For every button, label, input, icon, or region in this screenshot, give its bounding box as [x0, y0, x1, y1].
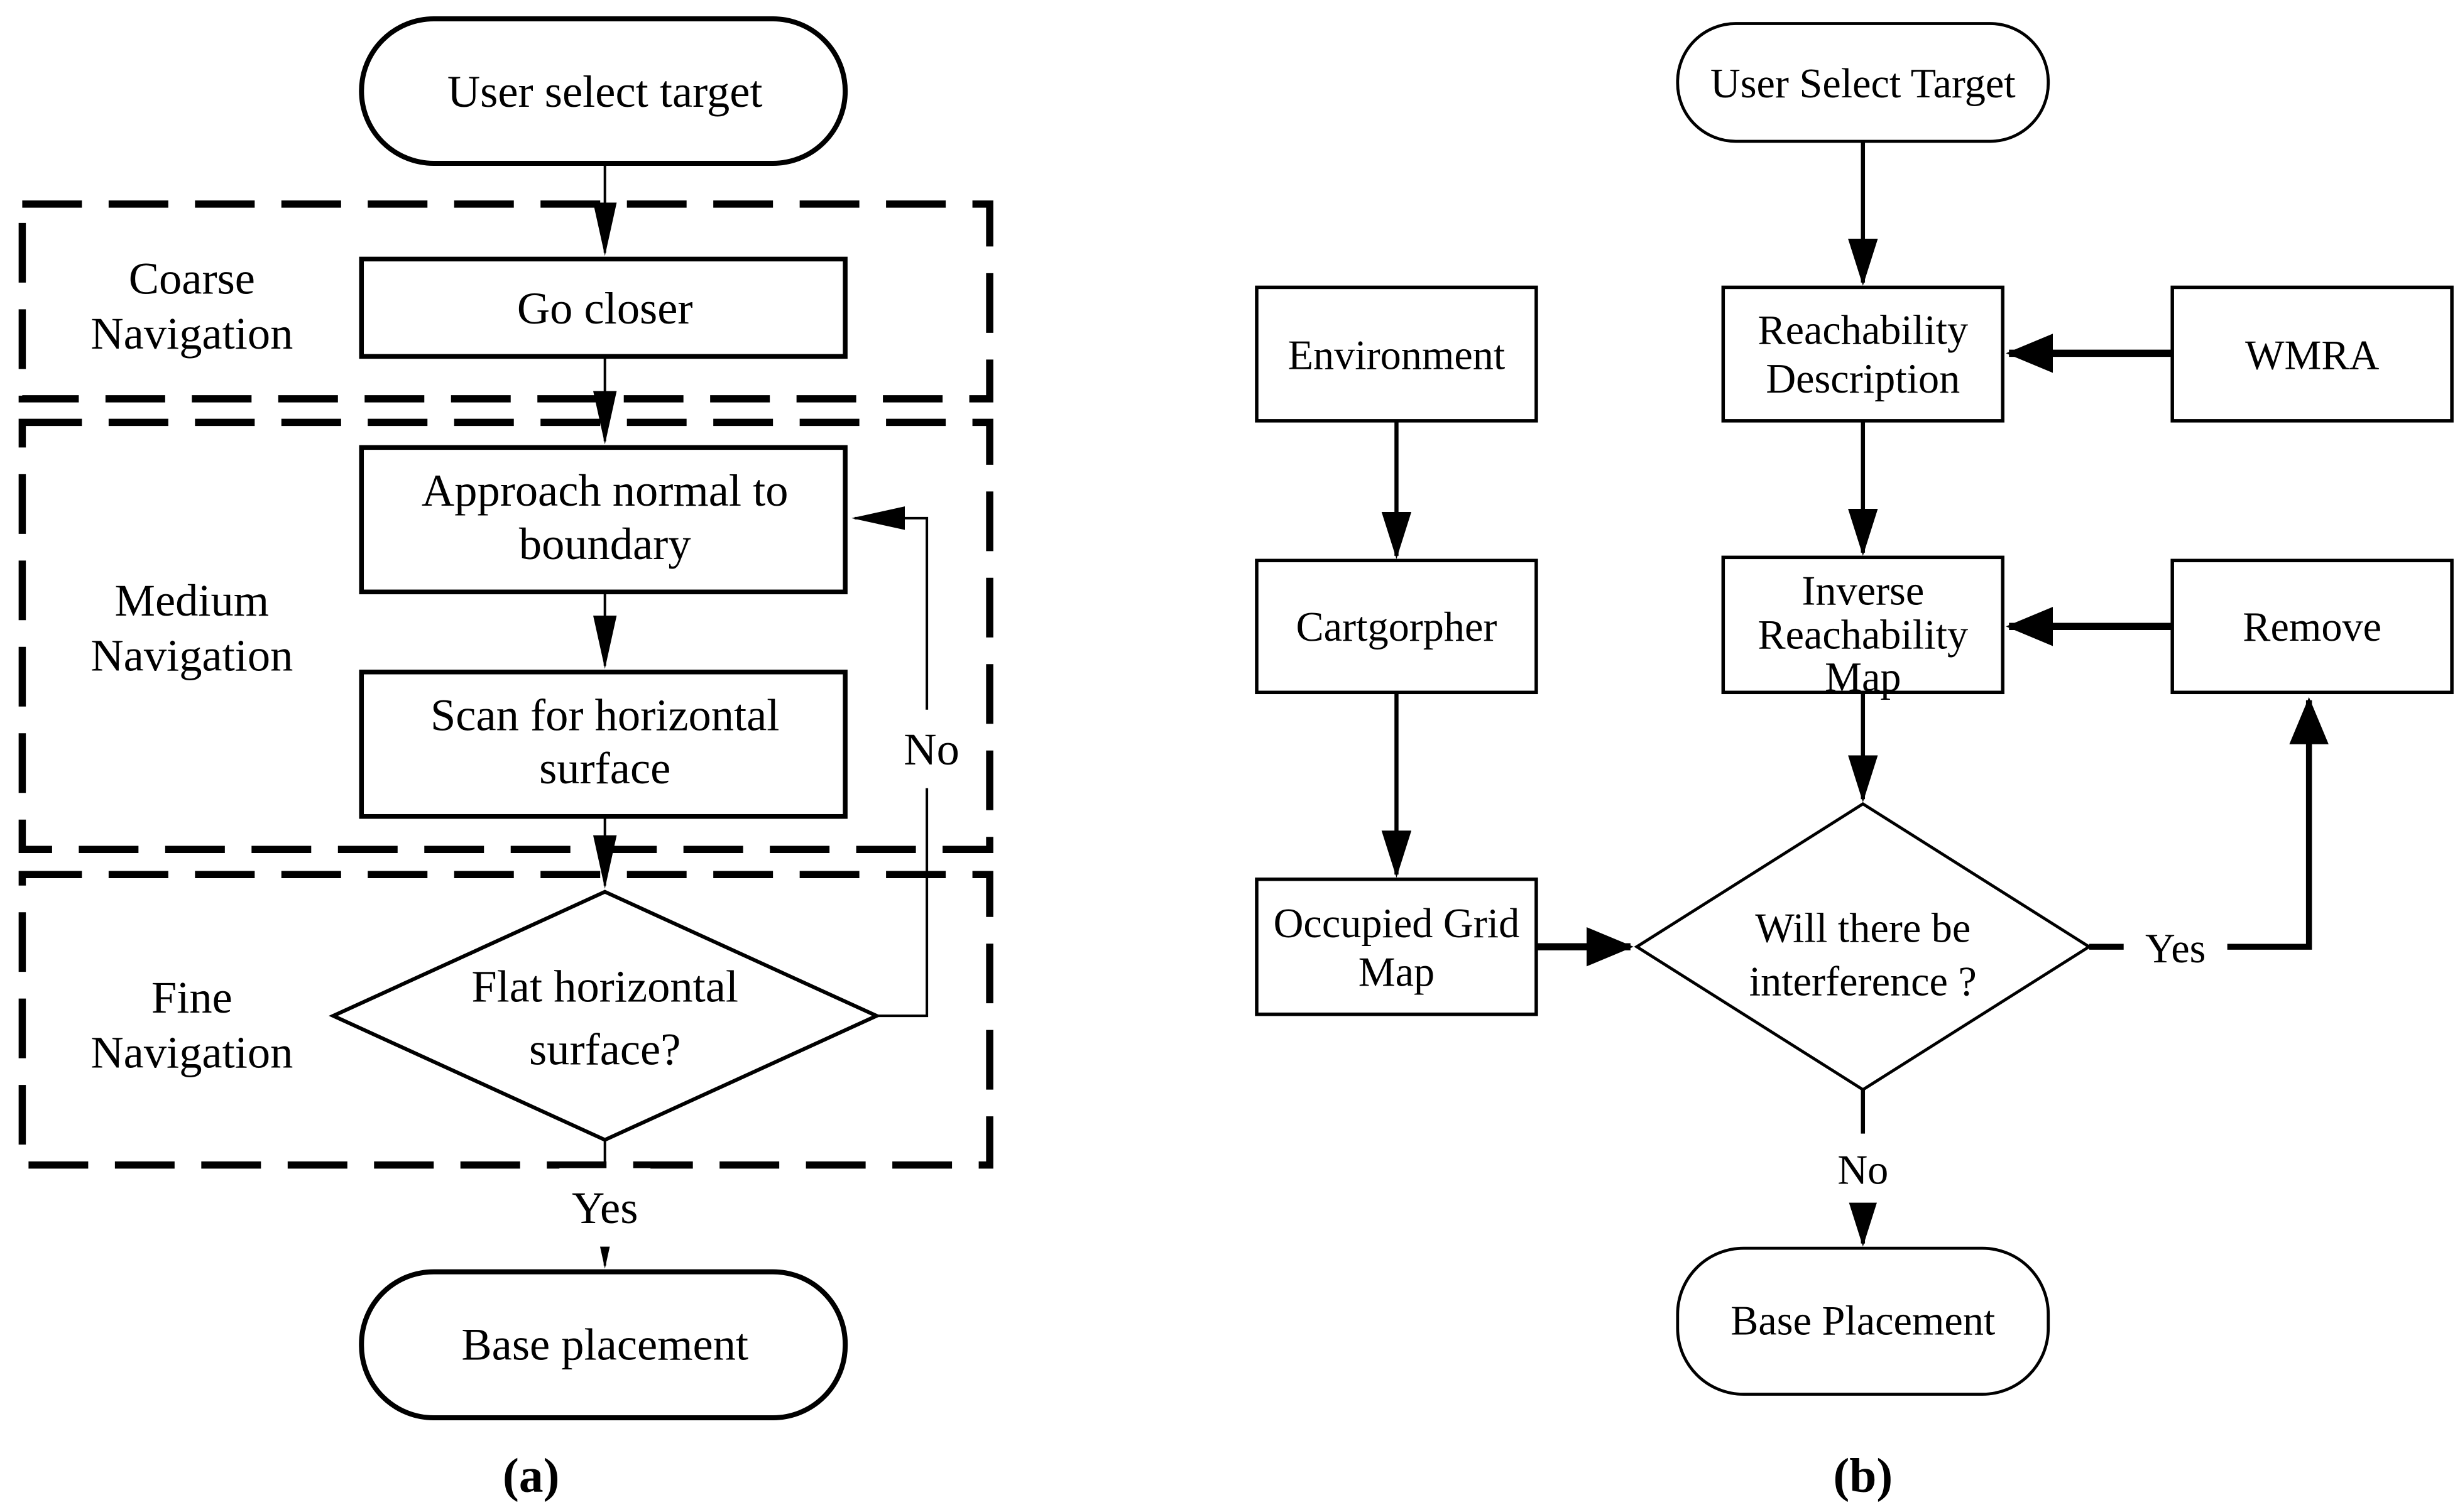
node-scan-surface-line1: Scan for horizontal: [430, 689, 779, 740]
node-user-select-target-b: [1676, 22, 2050, 143]
node-wmra: [2170, 285, 2454, 423]
edge-yes-label: Yes: [572, 1182, 638, 1233]
node-cartographer-label: Cartgorpher: [1296, 604, 1497, 650]
node-approach-normal: [359, 445, 848, 595]
node-base-placement-b: [1676, 1246, 2050, 1396]
node-remove: [2170, 558, 2454, 695]
node-occupied-grid-map: [1255, 877, 1538, 1016]
region-coarse-label-line1: Coarse: [129, 253, 255, 303]
node-base-placement-a-label: Base placement: [461, 1319, 748, 1370]
node-reachability-description-line2: Description: [1766, 356, 1960, 402]
node-decision-flat-surface-line1: Flat horizontal: [471, 961, 738, 1012]
node-inverse-reachability-map-line3: Map: [1825, 655, 1901, 700]
node-inverse-reachability-map: [1721, 555, 2004, 695]
node-base-placement-a: [359, 1269, 848, 1421]
region-medium-label-line2: Navigation: [90, 629, 293, 680]
region-fine-navigation-box: [18, 871, 993, 1169]
node-environment-label: Environment: [1288, 332, 1506, 378]
diagram-b: User Select Target Environment Reachabil…: [1255, 22, 2454, 1503]
edge-no-label-b-bg: [1822, 1133, 1904, 1203]
node-user-select-target-b-label: User Select Target: [1710, 61, 2016, 107]
caption-a: (a): [503, 1449, 559, 1503]
node-scan-surface: [359, 670, 848, 819]
node-decision-interference: [1634, 802, 2092, 1092]
node-decision-interference-line2: interference ?: [1749, 959, 1977, 1005]
node-user-select-target-a: [359, 16, 848, 166]
node-go-closer-label: Go closer: [517, 283, 693, 334]
caption-b: (b): [1833, 1449, 1893, 1503]
node-occupied-grid-map-line2: Map: [1358, 950, 1435, 996]
edge-no-label-bg: [895, 709, 968, 788]
region-coarse-label-line2: Navigation: [90, 308, 293, 359]
edge-yes-label-bg: [559, 1168, 651, 1247]
edge-yes-label-b-bg: [2123, 913, 2228, 980]
node-occupied-grid-map-line1: Occupied Grid: [1274, 901, 1520, 947]
node-decision-flat-surface: [329, 889, 882, 1142]
edge-no-label: No: [904, 724, 959, 775]
edge-no-label-b: No: [1837, 1148, 1888, 1194]
region-medium-label-line1: Medium: [115, 575, 270, 626]
node-approach-normal-line1: Approach normal to: [422, 465, 789, 516]
diagram-a: Coarse Navigation Medium Navigation Fine…: [18, 16, 993, 1503]
node-decision-interference-line1: Will there be: [1755, 906, 1971, 952]
node-scan-surface-line2: surface: [539, 742, 670, 793]
node-reachability-description-line1: Reachability: [1758, 307, 1968, 353]
edge-decision-yes-to-remove: [2089, 697, 2329, 950]
node-inverse-reachability-map-line2: Reachability: [1758, 612, 1968, 658]
node-approach-normal-line2: boundary: [519, 518, 691, 569]
node-go-closer: [359, 256, 848, 359]
node-wmra-label: WMRA: [2245, 332, 2380, 378]
node-cartographer: [1255, 558, 1538, 695]
node-user-select-target-a-label: User select target: [447, 66, 763, 117]
node-reachability-description: [1721, 285, 2004, 423]
node-remove-label: Remove: [2243, 604, 2381, 650]
node-environment: [1255, 285, 1538, 423]
region-coarse-navigation-box: [18, 200, 993, 403]
node-inverse-reachability-map-line1: Inverse: [1801, 568, 1924, 614]
node-decision-flat-surface-line2: surface?: [529, 1024, 681, 1075]
node-base-placement-b-label: Base Placement: [1730, 1298, 1996, 1344]
region-fine-label-line2: Navigation: [90, 1027, 293, 1078]
edge-yes-label-b: Yes: [2145, 926, 2206, 972]
region-medium-navigation-box: [18, 418, 993, 853]
region-fine-label-line1: Fine: [151, 972, 232, 1023]
